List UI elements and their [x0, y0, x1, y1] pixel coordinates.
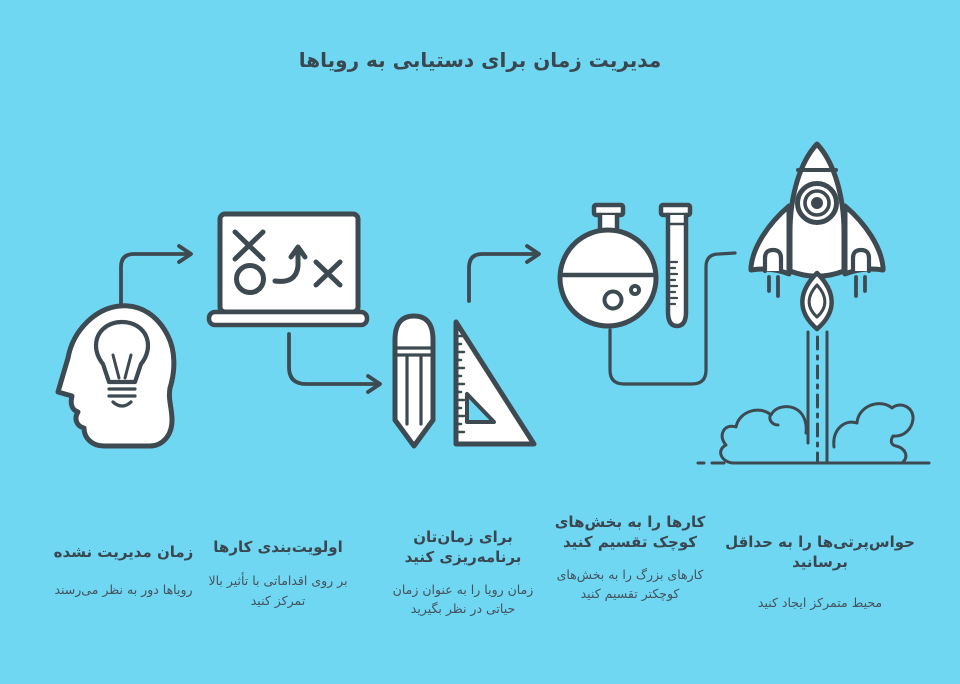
ruler-ticks [454, 334, 466, 434]
test-tube-icon [658, 202, 693, 329]
strategy-board-icon [206, 211, 370, 328]
cloud-right [832, 402, 915, 464]
exhaust-dashes [767, 275, 867, 298]
board-tray [206, 309, 370, 328]
bubble [602, 289, 624, 311]
page-title: مدیریت زمان برای دستیابی به رویاها [298, 48, 662, 72]
landing-leg-left [762, 247, 784, 274]
launch-clouds-icon [696, 402, 931, 465]
step-heading: حواس‌پرتی‌ها را به حداقل برسانید [725, 533, 915, 572]
flow-arrow-icon [467, 244, 541, 303]
smoke-trail [806, 330, 829, 465]
pencil-icon [392, 313, 436, 449]
bubble [629, 284, 641, 296]
flame-inner [807, 283, 827, 319]
x-mark-small [313, 259, 343, 288]
step-description: محیط متمرکز ایجاد کنید [757, 594, 883, 610]
flow-arrow-icon [287, 332, 382, 394]
cloud-left [719, 405, 808, 465]
play-arrow [272, 249, 301, 284]
tube-ticks [669, 260, 679, 306]
o-mark [234, 263, 266, 295]
step-heading: کارها را به بخش‌های کوچک تقسیم کنید [554, 513, 706, 552]
step-description: رویاها دور به نظر می‌رسند [54, 582, 193, 598]
step-minimize-distractions: حواس‌پرتی‌ها را به حداقل برسانید محیط مت… [725, 532, 915, 612]
step-prioritize-tasks: اولویت‌بندی کارها بر روی اقداماتی با تأث… [198, 537, 358, 610]
head-lightbulb-icon [55, 303, 177, 449]
rocket-icon [748, 141, 886, 465]
step-plan-your-time: برای زمان‌تان برنامه‌ریزی کنید زمان رویا… [388, 527, 538, 618]
step-description: بر روی اقداماتی با تأثیر بالا تمرکز کنید [208, 573, 348, 608]
rocket-body [787, 141, 847, 279]
step-description: زمان رویا را به عنوان زمان حیاتی در نظر … [392, 581, 534, 616]
step-heading: برای زمان‌تان برنامه‌ریزی کنید [404, 528, 522, 567]
flame-outer [800, 270, 834, 332]
step-description: کارهای بزرگ را به بخش‌های کوچکتر تقسیم ک… [556, 566, 704, 601]
rocket-window [795, 181, 839, 225]
step-heading: اولویت‌بندی کارها [213, 538, 343, 556]
landing-leg-right [850, 247, 872, 274]
step-unmanaged-time: زمان مدیریت نشده رویاها دور به نظر می‌رس… [36, 542, 211, 600]
flask-icon [557, 202, 659, 329]
step-break-tasks-down: کارها را به بخش‌های کوچک تقسیم کنید کاره… [545, 512, 715, 603]
flow-arrow-icon [119, 244, 193, 305]
step-heading: زمان مدیریت نشده [53, 543, 194, 561]
x-mark [232, 229, 266, 262]
set-square-icon [453, 319, 537, 447]
lightbulb-icon [93, 319, 151, 408]
flow-connector-line [608, 251, 737, 386]
ruler-hole [465, 392, 496, 424]
